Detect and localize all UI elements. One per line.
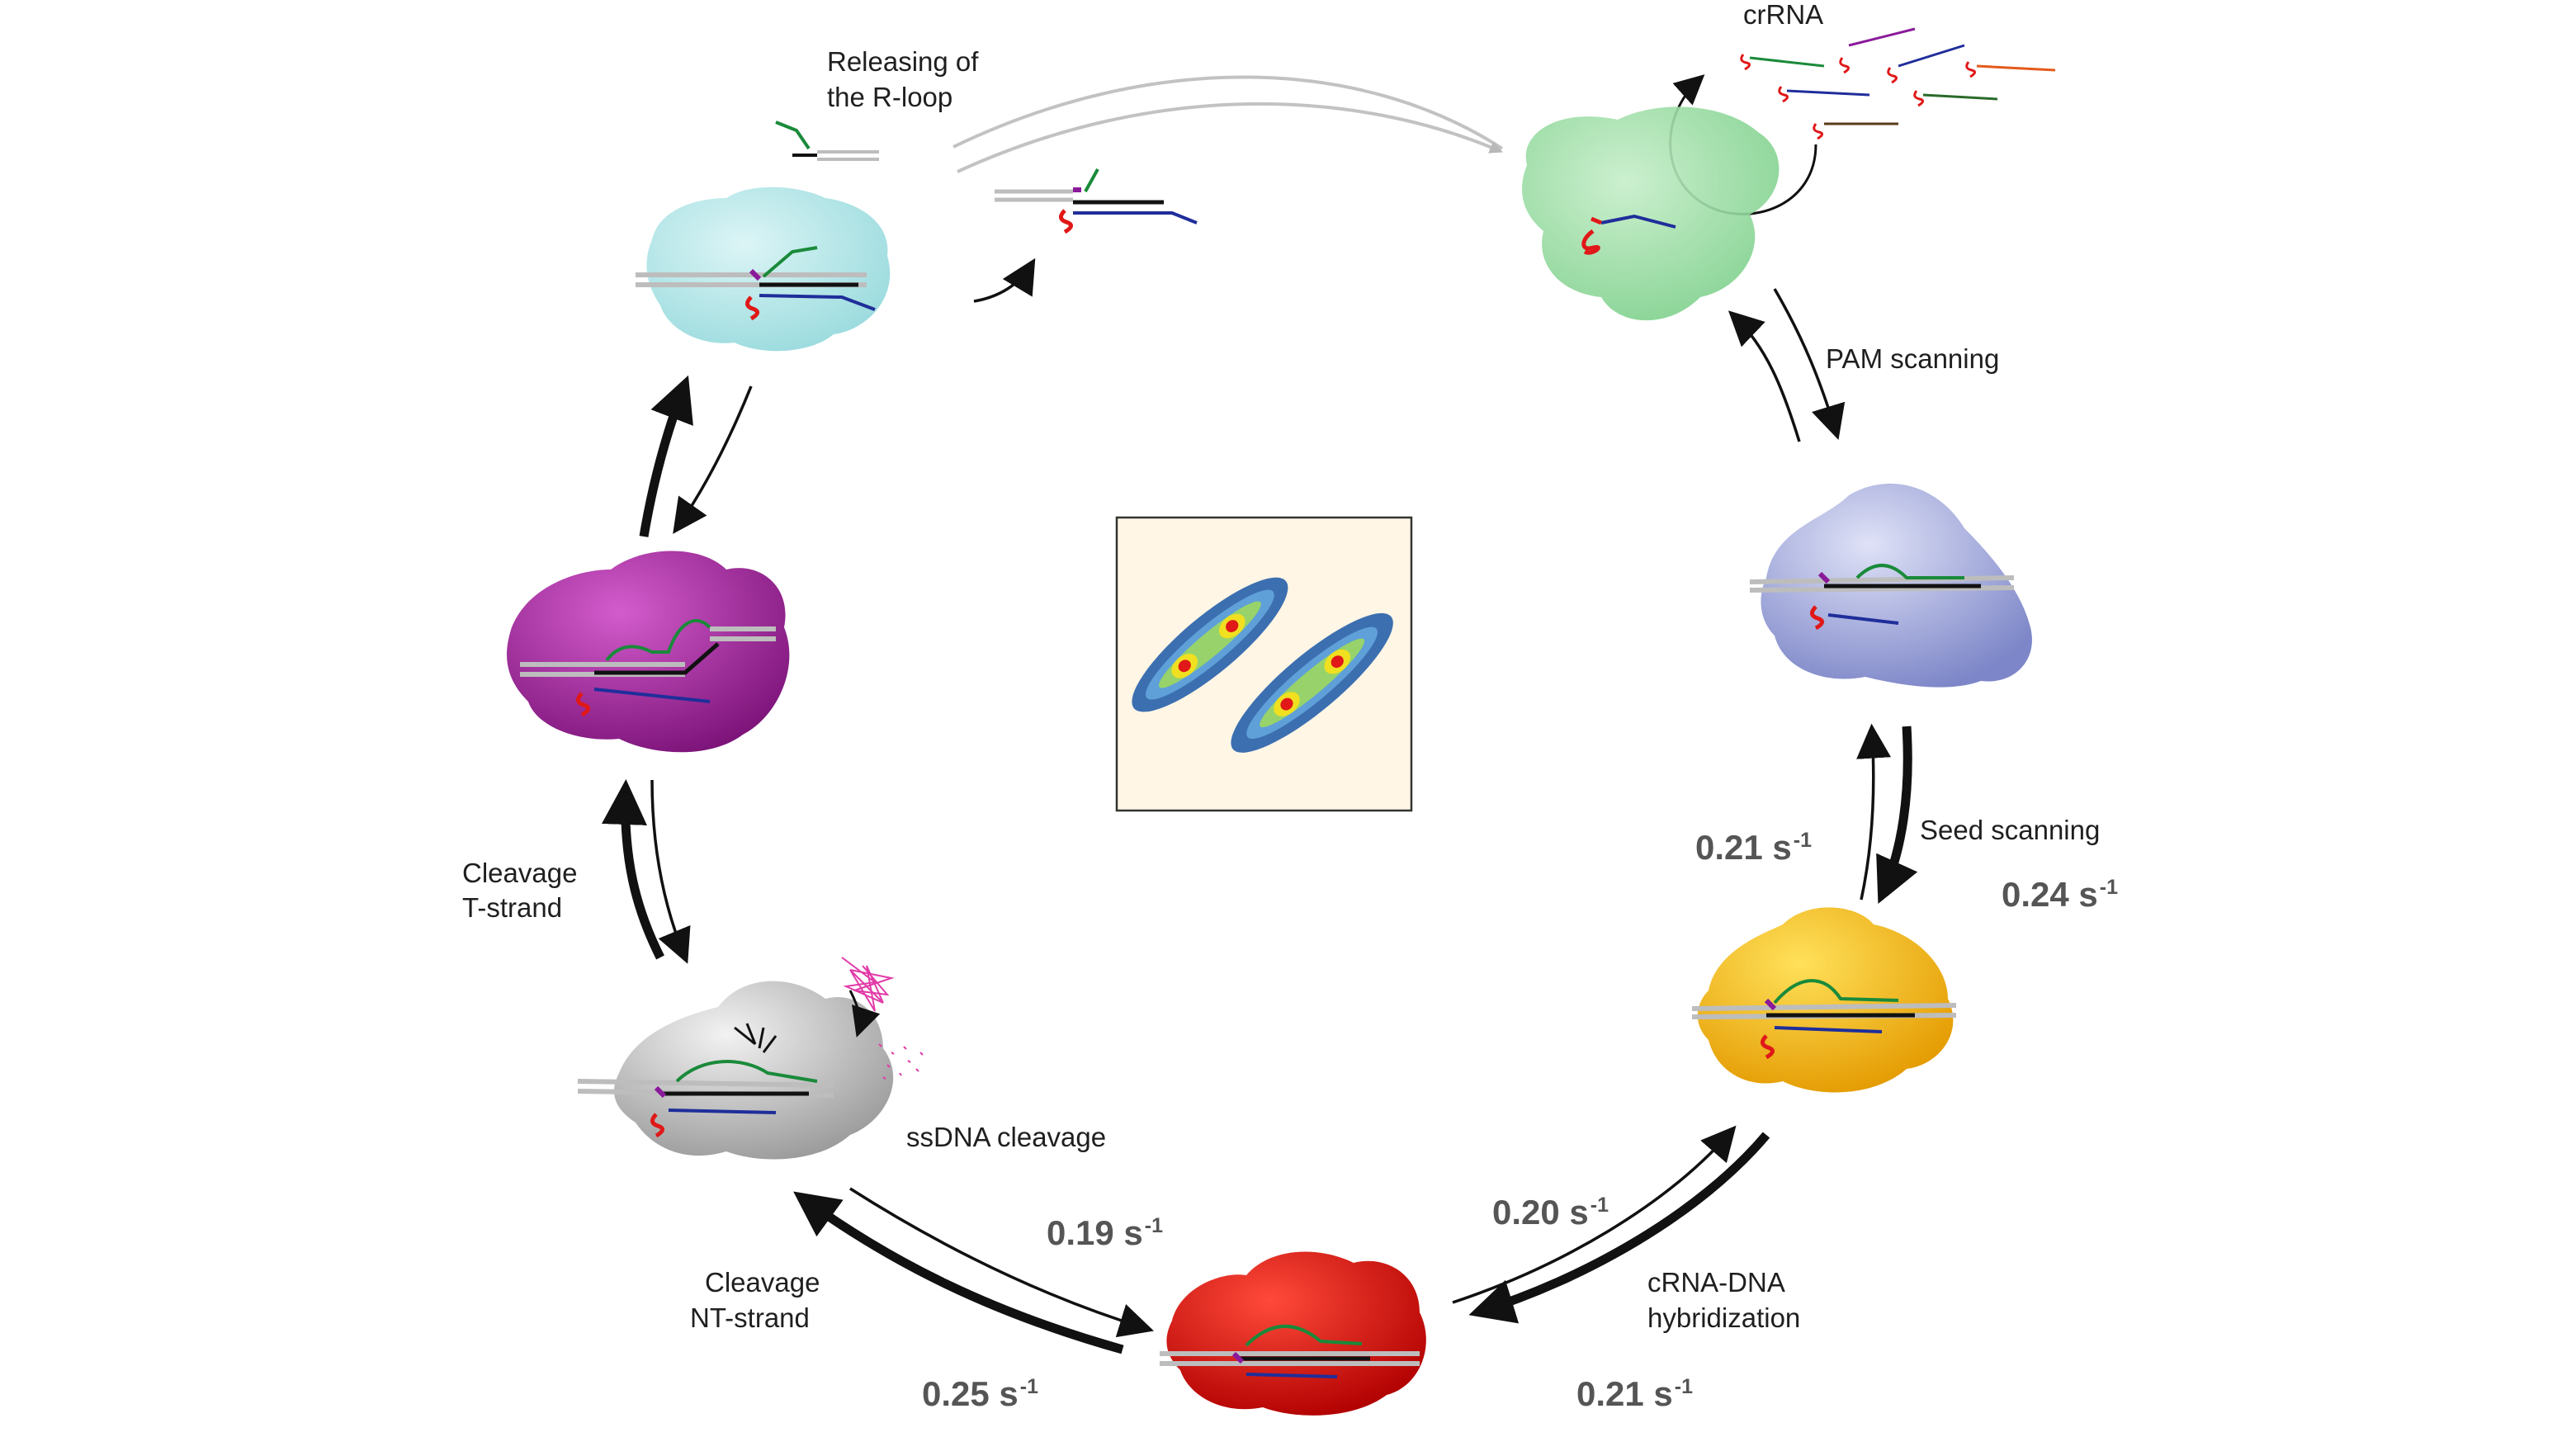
releasing-label-line1: Releasing of: [827, 46, 979, 77]
yellow-seed-complex: [1691, 907, 1957, 1093]
release-reverse-arrow-icon: [673, 385, 753, 534]
releasing-label-line2: the R-loop: [827, 82, 953, 112]
hybridization-label-line1: cRNA-DNA: [1647, 1267, 1785, 1298]
green-apo-complex: [1522, 106, 1780, 321]
pam-reverse-arrow-icon: [1728, 310, 1801, 442]
lavender-pam-complex: [1749, 483, 2032, 688]
hybrid-reverse-arrow-icon: [1452, 1125, 1737, 1304]
rate-nt-reverse: 0.19 s-1: [1047, 1213, 1164, 1252]
release-cycle-arrow-icon: [957, 102, 1503, 173]
pam-forward-arrow-icon: [1773, 288, 1846, 441]
seed-scanning-label: Seed scanning: [1920, 815, 2101, 845]
gray-cleavage-complex: [577, 981, 894, 1160]
magenta-postcleavage-complex: [507, 551, 790, 753]
rate-nt-forward: 0.25 s-1: [922, 1374, 1039, 1413]
seed-reverse-arrow-icon: [1856, 723, 1892, 901]
rate-seed-reverse: 0.21 s-1: [1695, 828, 1813, 867]
rate-seed-forward: 0.24 s-1: [2002, 875, 2119, 914]
hybridization-label-line2: hybridization: [1647, 1302, 1801, 1333]
ssdna-release-arrow-icon: [848, 990, 881, 1038]
cyan-rloop-complex: [636, 187, 891, 352]
t-forward-arrow-icon: [601, 779, 664, 960]
ssdna-cleavage-label: ssDNA cleavage: [906, 1122, 1107, 1152]
release-small-arrow-icon: [973, 258, 1036, 303]
cleavage-nt-label-line2: NT-strand: [690, 1302, 810, 1333]
red-hybrid-complex: [1160, 1251, 1426, 1416]
rate-hybrid-reverse: 0.20 s-1: [1492, 1193, 1609, 1231]
cleavage-t-label-line1: Cleavage: [462, 858, 578, 888]
release-cycle-arrow-icon: [952, 75, 1504, 150]
released-rloop-duplex: [775, 121, 1198, 234]
pam-scanning-label: PAM scanning: [1826, 343, 2000, 374]
free-crrna-group: [1740, 27, 2056, 140]
nt-forward-arrow-icon: [793, 1191, 1124, 1354]
scissors-cut-icon: [734, 1023, 778, 1053]
release-forward-arrow-icon: [639, 375, 693, 537]
cleavage-nt-label-line1: Cleavage: [705, 1267, 820, 1298]
rate-hybrid-forward: 0.21 s-1: [1576, 1374, 1694, 1413]
hybrid-forward-arrow-icon: [1468, 1132, 1770, 1324]
nt-reverse-arrow-icon: [849, 1187, 1155, 1338]
ssdna-fragments-icon: [841, 957, 924, 1080]
t-reverse-arrow-icon: [650, 779, 691, 964]
kinetics-density-inset: [1115, 516, 1413, 812]
seed-forward-arrow-icon: [1876, 726, 1918, 905]
cleavage-t-label-line2: T-strand: [462, 892, 563, 923]
crrna-label: crRNA: [1743, 0, 1824, 30]
